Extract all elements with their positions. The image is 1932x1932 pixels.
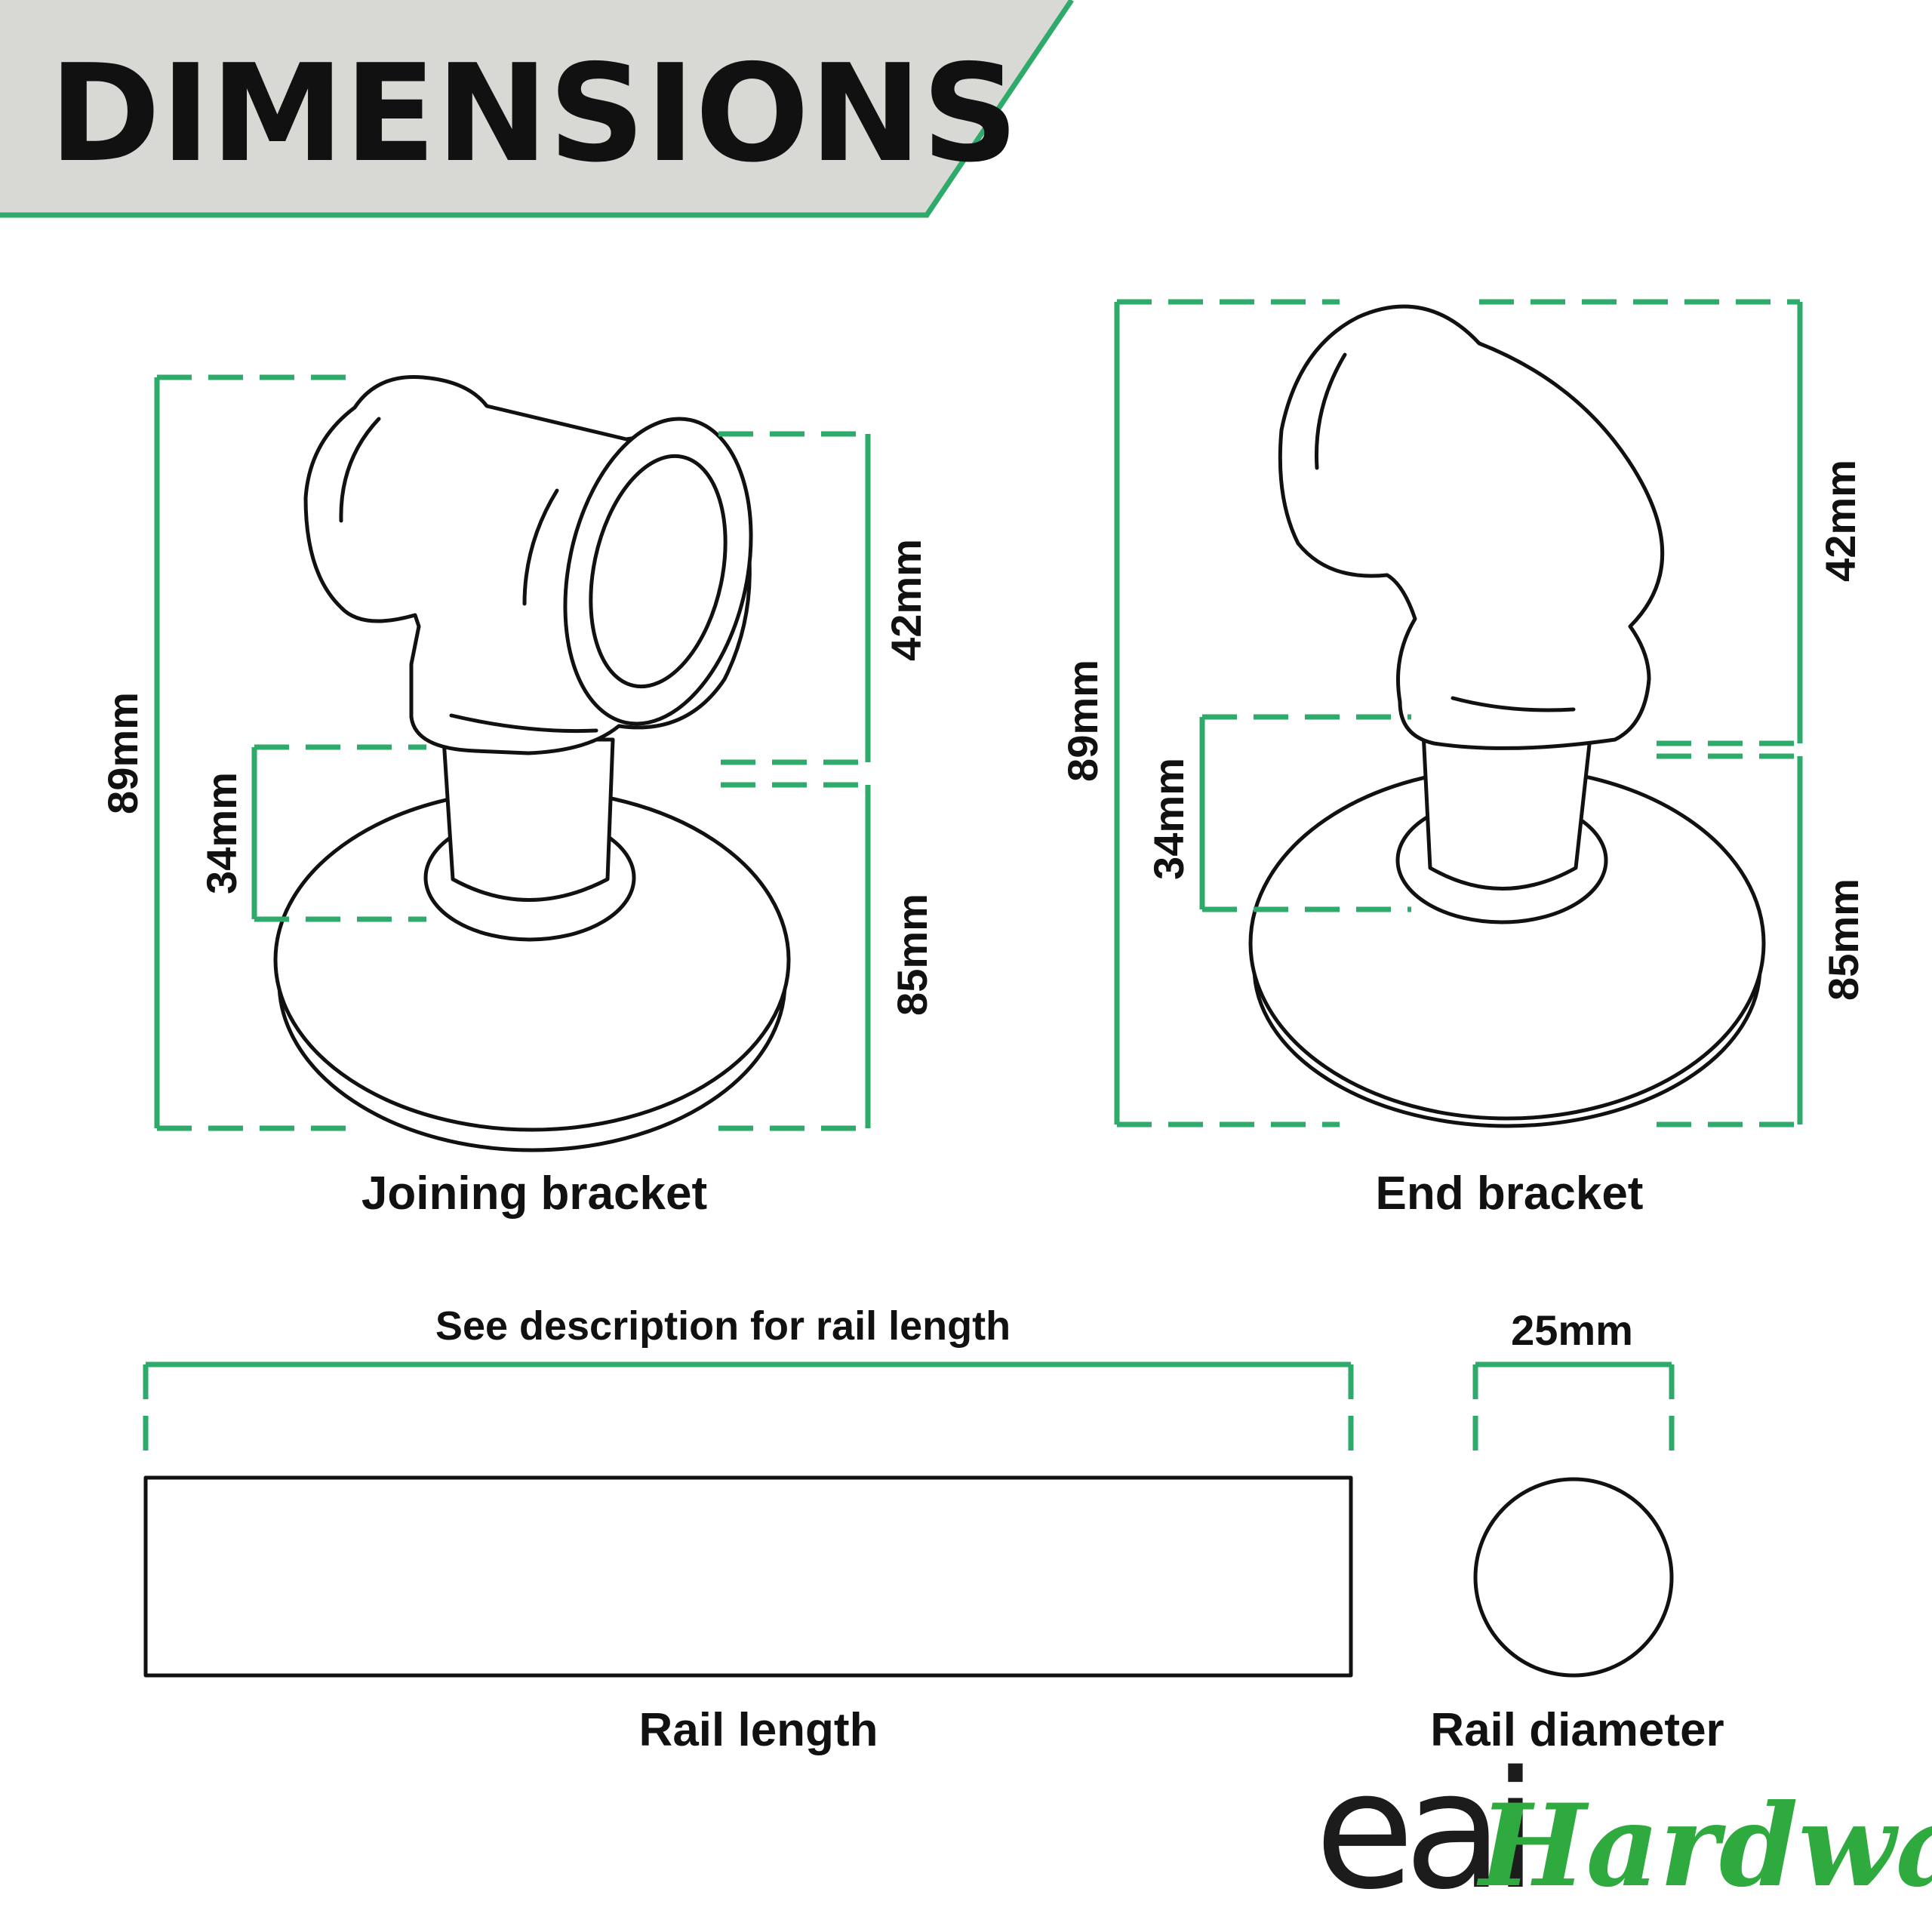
logo-wordmark: Hardware <box>1476 1780 1932 1912</box>
rail-diameter-dimension <box>1472 1361 1675 1460</box>
rail-diameter-value: 25mm <box>1511 1306 1633 1354</box>
end-body <box>1278 304 1665 750</box>
end-bracket-drawing <box>1248 304 1766 1128</box>
brand-logo: eai Hardware <box>1315 1736 1932 1925</box>
joining-bracket-label: Joining bracket <box>361 1168 707 1220</box>
rail-length-note: See description for rail length <box>435 1303 1011 1349</box>
rail-length-label: Rail length <box>639 1704 878 1756</box>
end-stem <box>1420 715 1595 891</box>
end-contour-2 <box>1451 696 1576 712</box>
end-bracket-label: End bracket <box>1376 1168 1644 1220</box>
header-banner: DIMENSIONS <box>0 0 1074 218</box>
rail-cross-section <box>1473 1477 1674 1678</box>
joining-contour-3 <box>449 713 598 734</box>
logo-mark: eai <box>1315 1736 1527 1925</box>
header-background <box>0 0 1072 215</box>
rail-diameter-label: Rail diameter <box>1430 1704 1724 1756</box>
end-stem-height-label: 34mm <box>1145 758 1192 880</box>
joining-bracket-drawing <box>273 375 791 1152</box>
end-overall-height-label: 89mm <box>1059 660 1106 782</box>
joining-socket-height-label: 42mm <box>882 539 930 661</box>
joining-stem <box>441 737 615 902</box>
joining-contour-2 <box>522 488 559 606</box>
end-contour-1 <box>1315 352 1347 470</box>
joining-overall-height-label: 89mm <box>99 692 146 814</box>
joining-base-diameter-label: 85mm <box>888 894 936 1016</box>
joining-stem-height-label: 34mm <box>198 772 245 894</box>
end-base-diameter-label: 85mm <box>1820 878 1867 1001</box>
page-title: DIMENSIONS <box>49 35 1019 192</box>
joining-contour-1 <box>339 417 381 523</box>
header-accent-edge <box>0 0 1074 218</box>
joining-socket-inner <box>589 454 728 689</box>
end-dimension-lines: 89mm 34mm 42mm 85mm <box>1059 299 1867 1128</box>
rail-length-dimension <box>143 1361 1354 1457</box>
joining-dimension-lines: 89mm 34mm 42mm 85mm <box>99 374 936 1131</box>
rail-side-view <box>143 1475 1353 1678</box>
end-socket-height-label: 42mm <box>1817 460 1864 582</box>
